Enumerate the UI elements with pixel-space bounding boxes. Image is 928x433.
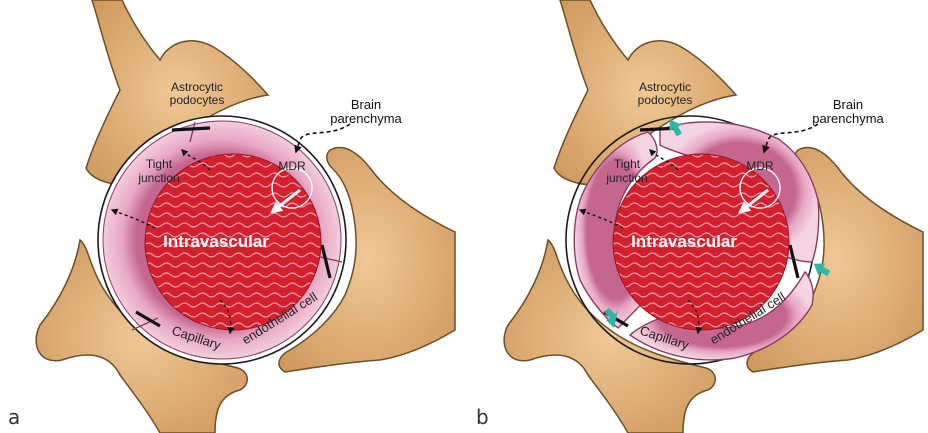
panel-a: Astrocytic podocytes Brain parenchyma Ti… xyxy=(8,0,455,433)
label-podocytes: podocytes xyxy=(170,93,225,107)
label-astrocytic: Astrocytic xyxy=(171,80,223,94)
label-intravascular: Intravascular xyxy=(631,232,737,251)
label-brain: Brain xyxy=(351,97,381,112)
label-mdr: MDR xyxy=(278,159,306,173)
panel-b: Astrocytic podocytes Brain parenchyma Ti… xyxy=(476,0,923,433)
label-mdr: MDR xyxy=(746,159,774,173)
panel-letter-b: b xyxy=(476,405,489,429)
label-intravascular: Intravascular xyxy=(163,232,269,251)
label-parenchyma: parenchyma xyxy=(812,111,884,126)
label-parenchyma: parenchyma xyxy=(330,111,402,126)
label-podocytes: podocytes xyxy=(638,93,693,107)
panel-letter-a: a xyxy=(8,405,20,429)
label-tight: Tight xyxy=(614,157,641,171)
label-junction: junction xyxy=(137,171,179,185)
label-tight: Tight xyxy=(146,157,173,171)
label-junction: junction xyxy=(605,171,647,185)
label-brain: Brain xyxy=(833,97,863,112)
label-astrocytic: Astrocytic xyxy=(639,80,691,94)
tight-junction-bar xyxy=(172,128,210,130)
